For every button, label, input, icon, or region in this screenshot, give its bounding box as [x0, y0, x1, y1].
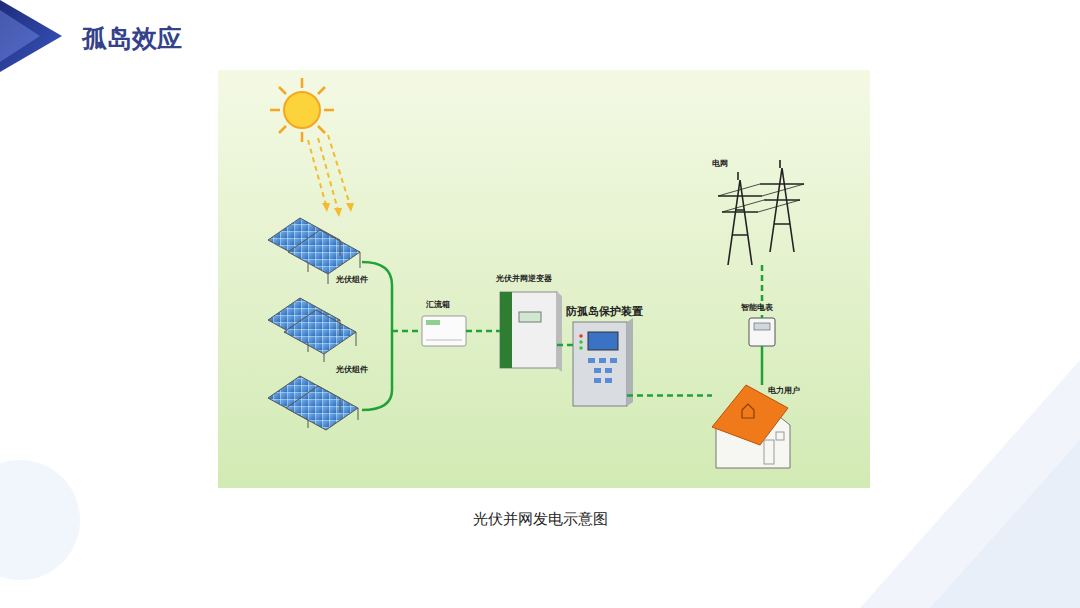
- figure-caption: 光伏并网发电示意图: [0, 510, 1080, 529]
- power-grid: 电网: [704, 172, 808, 265]
- part-label: 光伏组件: [336, 274, 368, 285]
- device-label: 汇流箱: [426, 299, 450, 310]
- power-line: [466, 330, 500, 333]
- part-label: 光伏组件: [336, 364, 368, 375]
- anti-islanding-device: 防孤岛保护装置: [573, 322, 627, 406]
- power-line: [557, 344, 573, 347]
- inverter: 光伏并网逆变器: [500, 292, 557, 368]
- device-label: 防孤岛保护装置: [566, 304, 643, 319]
- device-label: 电网: [712, 158, 728, 169]
- device-label: 电力用户: [768, 385, 800, 396]
- power-line: [761, 346, 764, 385]
- consumer-house: 电力用户: [712, 385, 790, 470]
- device-label: 智能电表: [741, 302, 773, 313]
- power-line: [627, 394, 712, 397]
- combiner-box: 汇流箱: [422, 316, 466, 346]
- device-label: 光伏并网逆变器: [496, 273, 552, 284]
- slide-title: 孤岛效应: [82, 22, 182, 55]
- smart-meter: 智能电表: [749, 318, 775, 346]
